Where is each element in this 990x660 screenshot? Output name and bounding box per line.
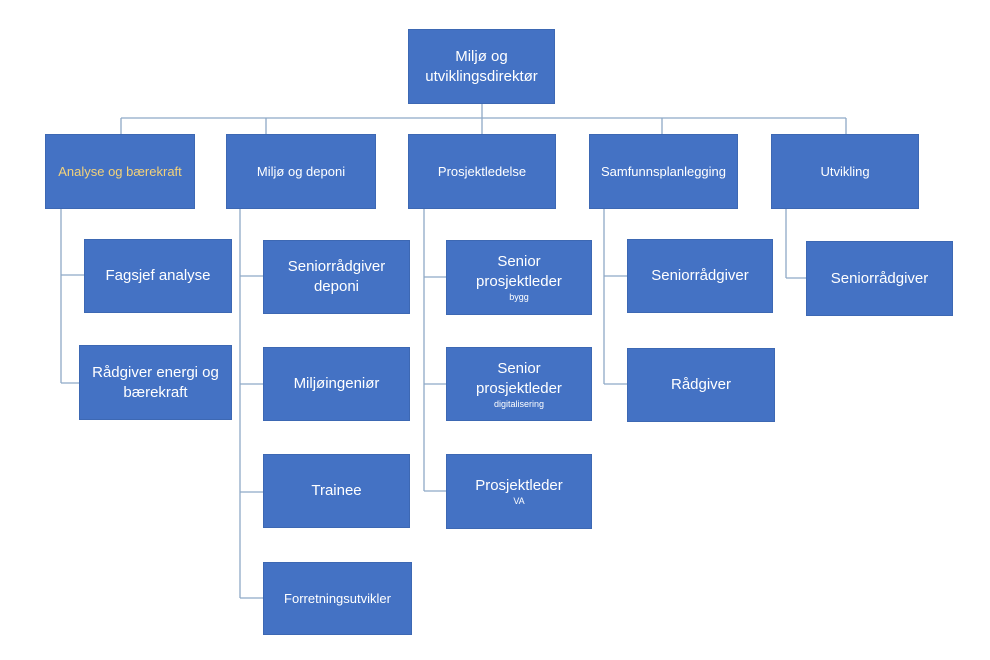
role-box[interactable]: Senior prosjektleder bygg — [446, 240, 592, 315]
role-label: Miljøingeniør — [293, 375, 380, 392]
role-label: Rådgiver — [670, 376, 732, 393]
role-box[interactable]: Seniorrådgiver — [627, 239, 773, 313]
role-box[interactable]: Forretningsutvikler — [263, 562, 412, 635]
role-label: Senior prosjektleder — [476, 359, 562, 397]
role-box[interactable]: Seniorrådgiver deponi — [263, 240, 410, 314]
role-label: Seniorrådgiver deponi — [287, 258, 386, 295]
role-label: Prosjektleder — [475, 477, 563, 494]
role-label: Forretningsutvikler — [284, 590, 391, 606]
role-label: Senior prosjektleder — [476, 253, 562, 290]
role-label: Trainee — [311, 482, 362, 499]
department-label: Miljø og deponi — [256, 163, 346, 179]
role-box[interactable]: Prosjektleder VA — [446, 454, 592, 529]
top-director-label: Miljø og utviklingsdirektør — [425, 47, 538, 85]
role-box[interactable]: Fagsjef analyse — [84, 239, 232, 313]
role-box[interactable]: Senior prosjektleder digitalisering — [446, 347, 592, 421]
department-box-miljo-deponi[interactable]: Miljø og deponi — [226, 134, 376, 209]
role-sublabel: VA — [513, 496, 525, 506]
department-label: Samfunnsplanlegging — [600, 163, 727, 179]
department-box-samfunnsplanlegging[interactable]: Samfunnsplanlegging — [589, 134, 738, 209]
department-box-prosjektledelse[interactable]: Prosjektledelse — [408, 134, 556, 209]
role-box[interactable]: Miljøingeniør — [263, 347, 410, 421]
role-box[interactable]: Rådgiver energi og bærekraft — [79, 345, 232, 420]
role-label: Seniorrådgiver — [651, 267, 749, 284]
department-box-utvikling[interactable]: Utvikling — [771, 134, 919, 209]
department-label: Analyse og bærekraft — [58, 163, 182, 179]
role-box[interactable]: Rådgiver — [627, 348, 775, 422]
role-label: Seniorrådgiver — [830, 269, 929, 287]
top-director-box[interactable]: Miljø og utviklingsdirektør — [408, 29, 555, 104]
department-label: Utvikling — [820, 163, 870, 179]
role-sublabel: bygg — [509, 292, 529, 302]
role-sublabel: digitalisering — [493, 398, 545, 409]
role-box[interactable]: Seniorrådgiver — [806, 241, 953, 316]
role-label: Rådgiver energi og bærekraft — [92, 363, 219, 401]
role-box[interactable]: Trainee — [263, 454, 410, 528]
role-label: Fagsjef analyse — [105, 267, 211, 284]
department-label: Prosjektledelse — [437, 163, 527, 179]
department-box-analyse[interactable]: Analyse og bærekraft — [45, 134, 195, 209]
